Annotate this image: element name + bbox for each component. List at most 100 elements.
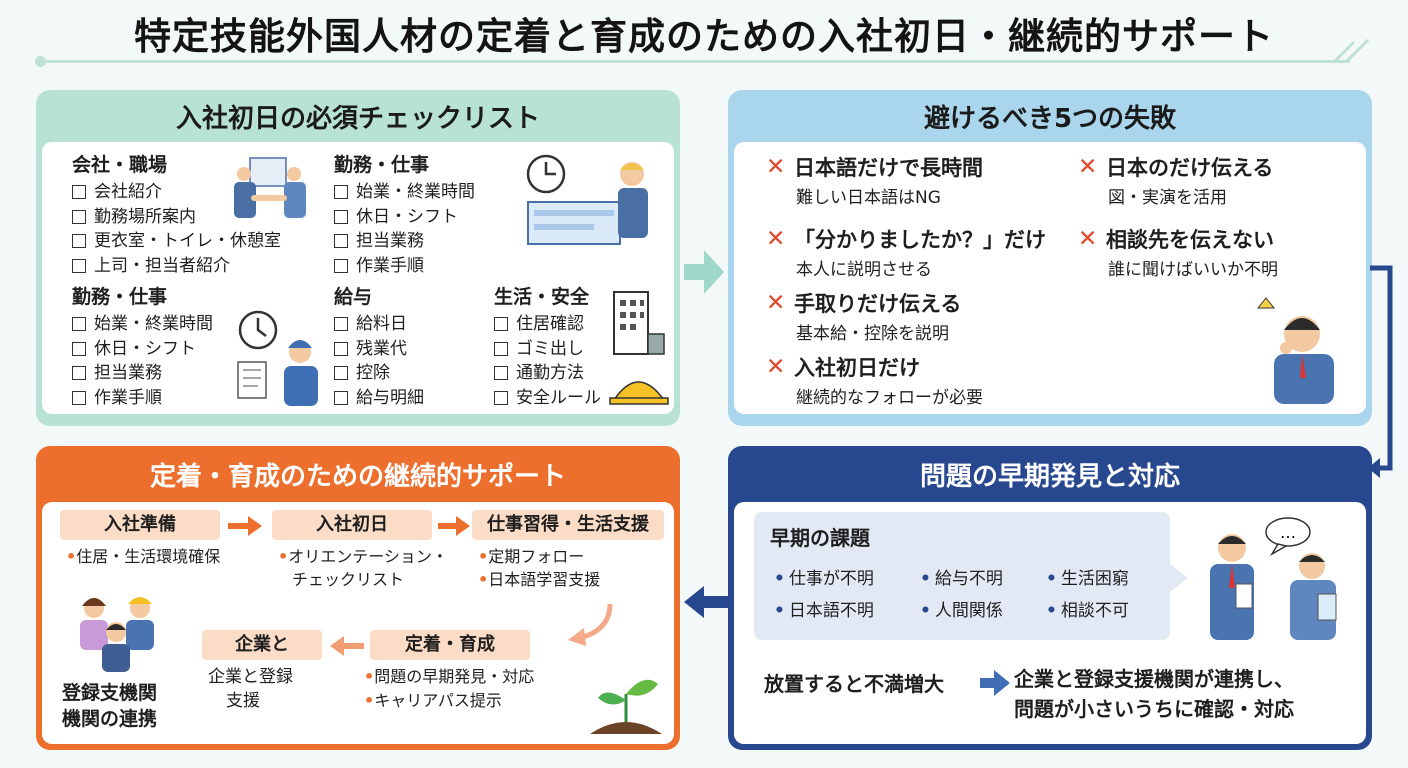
support-heading: 定着・育成のための継続的サポート [149,461,566,492]
checkbox[interactable] [72,366,86,381]
checklist-item[interactable]: ゴミ出し [494,337,601,362]
speech-bubble-text: … [1280,523,1296,542]
checklist-item[interactable]: 作業手順 [334,254,475,279]
mistake-item: ✕日本のだけ伝える 図・実演を活用 [1078,154,1274,208]
checkbox[interactable] [72,341,86,356]
mistake-item: ✕「分かりましたか？」だけ 本人に説明させる [766,226,1046,280]
issue-item: •人間関係 [920,601,1003,621]
checklist-group-work: 勤務・仕事 始業・終業時間 休日・シフト 担当業務 作業手順 [334,150,475,278]
checklist-group-life-safety: 生活・安全 住居確認 ゴミ出し 通勤方法 安全ルール [494,282,601,410]
checkbox[interactable] [334,317,348,332]
checklist-item[interactable]: 作業手順 [72,386,213,411]
support-panel: 定着・育成のための継続的サポート 入社準備 入社初日 仕事習得・生活支援 •住居… [36,446,680,750]
checkbox[interactable] [334,258,348,273]
step-note: •日本語学習支援 [478,570,601,589]
early-issues-card: 早期の課題 •仕事が不明 •給与不明 •生活困窮 •日本語不明 •人間関係 •相… [754,512,1188,640]
checklist-group-work-2: 勤務・仕事 始業・終業時間 休日・シフト 担当業務 作業手順 [72,282,213,410]
checklist-item[interactable]: 会社紹介 [72,180,281,205]
cross-icon: ✕ [766,154,786,180]
group-title: 会社・職場 [72,154,168,176]
step-preparation: 入社準備 [60,510,220,540]
checklist-item[interactable]: 更衣室・トイレ・休憩室 [72,229,281,254]
collaboration-text: 企業と登録支援機関が連携し、 問題が小さいうちに確認・対応 [1014,667,1294,721]
mistake-item: ✕日本語だけで長時間 難しい日本語はNG [766,154,983,208]
checklist-item[interactable]: 休日・シフト [334,205,475,230]
worker-document-illustration-icon [237,310,318,406]
checklist-body: 会社・職場 会社紹介 勤務場所案内 更衣室・トイレ・休憩室 上司・担当者紹介 勤… [42,142,674,414]
support-body: 入社準備 入社初日 仕事習得・生活支援 •住居・生活環境確保 •オリエンテーショ… [42,502,674,744]
step-retention-development: 定着・育成 [370,630,530,660]
mistake-item: ✕相談先を伝えない 誰に聞けばいいか不明 [1078,226,1278,280]
early-detection-panel: 問題の早期発見と対応 早期の課題 •仕事が不明 •給与不明 •生活困窮 •日本語… [728,446,1372,750]
checklist-item[interactable]: 安全ルール [494,386,601,411]
checkbox[interactable] [494,366,508,381]
sprout-plant-icon [590,679,662,734]
checklist-item[interactable]: 給料日 [334,312,424,337]
checkbox[interactable] [334,234,348,249]
cross-icon: ✕ [1078,154,1098,180]
early-detection-body: 早期の課題 •仕事が不明 •給与不明 •生活困窮 •日本語不明 •人間関係 •相… [734,502,1366,744]
step-note: •住居・生活環境確保 [66,547,221,566]
checklist-panel: 入社初日の必須チェックリスト 会社・職場 会社紹介 勤務場所案内 更衣室・トイレ… [36,90,680,426]
checkbox[interactable] [494,317,508,332]
checklist-item[interactable]: 通勤方法 [494,361,601,386]
step-company: 企業と [202,630,322,660]
step-note: •キャリアパス提示 [364,691,502,710]
checklist-item[interactable]: 担当業務 [72,361,213,386]
curved-arrow-down-left [568,603,613,646]
checkbox[interactable] [72,209,86,224]
neglect-consequence-text: 放置すると不満増大 [764,672,944,696]
mistakes-heading: 避けるべき5つの失敗 [923,103,1177,134]
flow-arrow-left [684,586,728,618]
step-arrow-right [438,516,470,536]
issue-item: •生活困窮 [1046,569,1129,589]
checkbox[interactable] [72,234,86,249]
step-skill-life-support: 仕事習得・生活支援 [472,510,664,540]
checklist-item[interactable]: 始業・終業時間 [72,312,213,337]
checkbox[interactable] [334,185,348,200]
checklist-item[interactable]: 住居確認 [494,312,601,337]
checklist-item[interactable]: 担当業務 [334,229,475,254]
checkbox[interactable] [334,390,348,405]
mistakes-body: ✕日本語だけで長時間 難しい日本語はNG ✕「分かりましたか？」だけ 本人に説明… [734,142,1366,414]
step-arrow-left [330,636,364,656]
early-detection-heading: 問題の早期発見と対応 [919,461,1180,492]
step-note: チェックリスト [292,570,405,589]
step-note: 支援 [226,691,260,711]
checklist-item[interactable]: 控除 [334,361,424,386]
issue-item: •相談不可 [1046,601,1129,621]
checkbox[interactable] [494,341,508,356]
building-safety-illustration-icon [609,291,669,405]
clock-schedule-illustration-icon [526,154,648,245]
checkbox[interactable] [334,209,348,224]
checkbox[interactable] [334,366,348,381]
issue-item: •給与不明 [920,569,1003,589]
checklist-item[interactable]: 始業・終業時間 [334,180,475,205]
page-title: 特定技能外国人材の定着と育成のための入社初日・継続的サポート [134,15,1274,58]
checkbox[interactable] [334,341,348,356]
step-first-day: 入社初日 [272,510,432,540]
group-title: 勤務・仕事 [72,286,168,308]
step-arrow-right [228,516,262,536]
checklist-item[interactable]: 勤務場所案内 [72,205,281,230]
checklist-item[interactable]: 上司・担当者紹介 [72,254,281,279]
checklist-item[interactable]: 休日・シフト [72,337,213,362]
group-title: 給与 [334,286,373,308]
step-note: •オリエンテーション・ [278,547,448,566]
title-deco-icon [1332,38,1370,64]
checklist-heading: 入社初日の必須チェックリスト [175,103,540,134]
cross-icon: ✕ [766,354,786,380]
support-caption: 登録支機関 機関の連携 [62,682,158,730]
cross-icon: ✕ [1078,226,1098,252]
checklist-item[interactable]: 給与明細 [334,386,424,411]
checkbox[interactable] [72,390,86,405]
checklist-group-company: 会社・職場 会社紹介 勤務場所案内 更衣室・トイレ・休憩室 上司・担当者紹介 [72,150,281,278]
step-note: •定期フォロー [478,547,585,566]
checkbox[interactable] [494,390,508,405]
checklist-item[interactable]: 残業代 [334,337,424,362]
checkbox[interactable] [72,185,86,200]
checkbox[interactable] [72,258,86,273]
issue-item: •仕事が不明 [774,569,874,589]
checkbox[interactable] [72,317,86,332]
mistake-item: ✕入社初日だけ 継続的なフォローが必要 [766,354,983,408]
